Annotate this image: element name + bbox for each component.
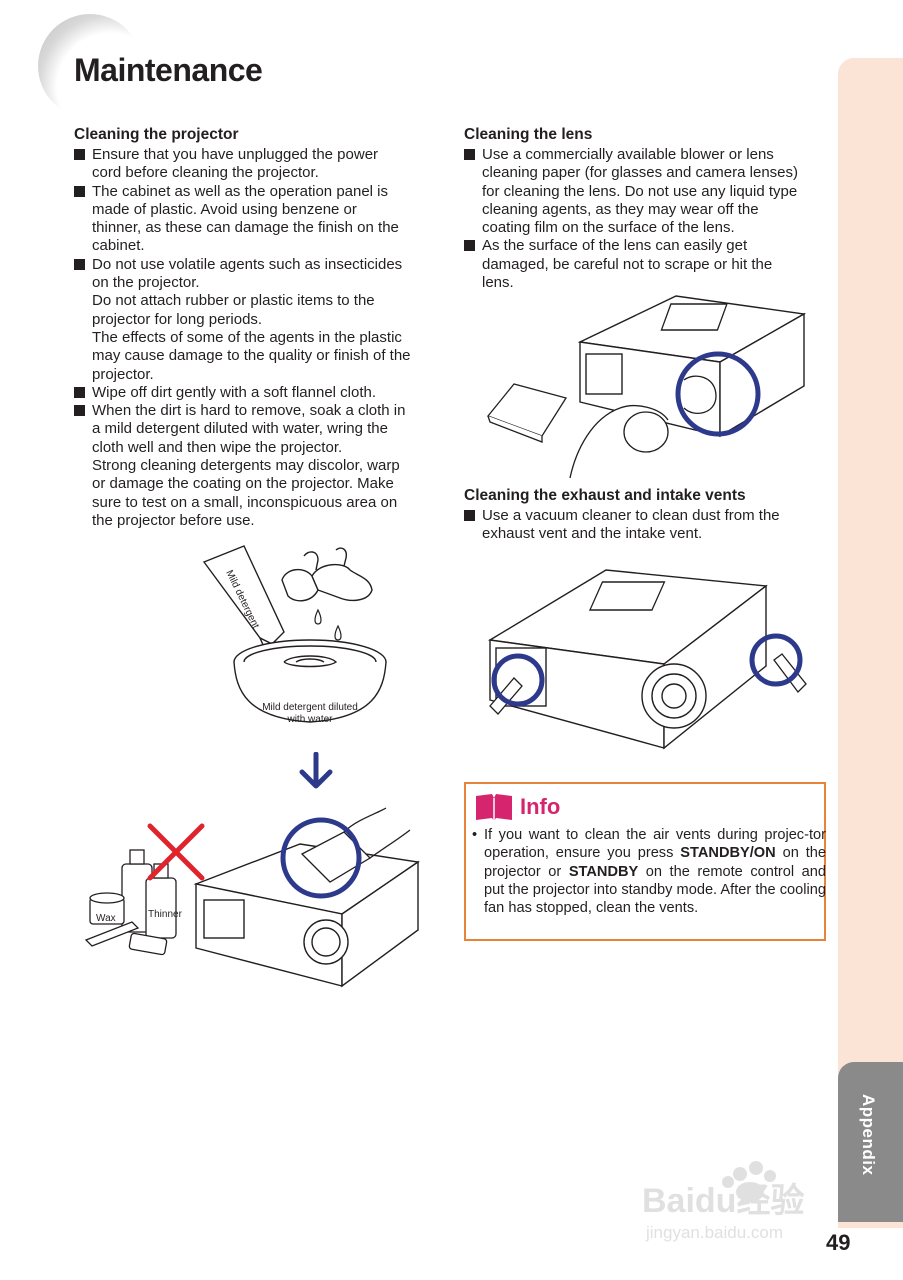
bullet-list: Use a vacuum cleaner to clean dust from … [464,507,834,544]
list-item-line: cleaning paper (for glasses and camera l… [482,164,799,182]
section-heading: Cleaning the projector [74,126,239,143]
list-item-line: for cleaning the lens. Do not use any li… [482,182,798,200]
list-item-line: or damage the coating on the projector. … [92,475,394,493]
page-title: Maintenance [74,52,263,88]
title-decoration [38,14,142,118]
list-item-line: thinner, as these can damage the finish … [92,219,399,237]
list-item-line: coating film on the surface of the lens. [482,219,735,237]
book-icon [476,794,512,821]
list-item-line: Ensure that you have unplugged the power [92,146,379,163]
info-text-part: on the remote control and put the projec… [484,863,826,917]
list-item-line: on the projector. [92,274,200,292]
list-item-line: damaged, be careful not to scrape or hit… [482,255,773,273]
arrow-down-icon [299,752,333,789]
list-item: Ensure that you have unplugged the power… [74,146,444,183]
list-item-line: Do not attach rubber or plastic items to… [92,292,375,310]
list-item-line: projector. [92,365,154,383]
paw-icon [722,1161,776,1202]
basin-label-line1: Mild detergent diluted [262,702,358,713]
side-tab-background [838,58,903,1228]
projector-icon [487,569,768,750]
list-item-line: a mild detergent diluted with water, wri… [92,420,388,438]
list-item-line: sure to test on a small, inconspicuous a… [92,493,398,511]
highlight-circle-left [491,653,545,707]
info-key-standby-on: STANDBY/ON [680,845,776,862]
list-item: Use a vacuum cleaner to clean dust from … [464,507,834,544]
list-item: As the surface of the lens can easily ge… [464,237,834,292]
list-item-line: cord before cleaning the projector. [92,164,319,182]
hand-with-cloth-icon [300,807,411,883]
bullet-list: Ensure that you have unplugged the power… [74,146,444,530]
info-heading: Info [520,794,561,819]
list-item-line: cleaning agents, as they may wear off th… [482,200,759,218]
lens-cleaning-cloth-icon [486,383,568,443]
list-item-line: The cabinet as well as the operation pan… [92,182,389,200]
list-item-line: may cause damage to the quality or finis… [92,347,411,365]
info-text-part: on the projector or [484,845,826,880]
section-heading: Cleaning the lens [464,126,593,143]
bullet-list: Use a commercially available blower or l… [464,146,834,292]
vacuum-nozzle-icon [489,653,807,715]
info-key-standby: STANDBY [568,863,639,880]
list-item-line: made of plastic. Avoid using benzene or [92,200,357,218]
watermark-url: jingyan.baidu.com [645,1223,783,1242]
hand-icon [569,375,717,479]
appendix-tab-label: Appendix [859,1094,878,1176]
list-item: Wipe off dirt gently with a soft flannel… [74,384,444,402]
list-item-line: Wipe off dirt gently with a soft flannel… [92,383,377,401]
list-item-line: Use a vacuum cleaner to clean dust from … [482,507,780,524]
info-text: If you want to clean the air vents durin… [472,826,826,917]
chemical-bottles-icon [84,849,177,956]
projector-icon [193,843,420,988]
appendix-tab[interactable] [838,1062,903,1222]
highlight-circle [280,817,362,899]
basin-icon [233,639,387,723]
info-text-part: If you want to clean the air vents durin… [484,827,826,862]
detergent-basin-illustration: Mild detergent Mild detergent diluted wi… [202,545,387,725]
list-item-line: lens. [482,274,514,292]
hands-wringing-icon [281,547,373,602]
list-item-line: Use a commercially available blower or l… [482,146,774,163]
basin-label-line2: with water [286,714,333,725]
vents-cleaning-illustration [487,569,807,750]
list-item-line: Do not use volatile agents such as insec… [92,255,403,273]
watermark-logo: Baidu经验 jingyan.baidu.com [642,1161,804,1242]
section-cleaning-lens: Cleaning the lens Use a commercially ava… [464,126,834,292]
section-cleaning-vents: Cleaning the exhaust and intake vents Us… [464,487,834,544]
section-cleaning-projector: Cleaning the projector Ensure that you h… [74,126,444,530]
lens-cleaning-illustration [486,295,807,479]
list-item-line: Strong cleaning detergents may discolor,… [92,457,400,475]
prohibited-icon [147,823,205,881]
page-number: 49 [826,1230,851,1255]
list-item-line: the projector before use. [92,511,255,529]
section-heading: Cleaning the exhaust and intake vents [464,487,746,504]
list-item: Use a commercially available blower or l… [464,146,834,237]
list-item-line: The effects of some of the agents in the… [92,328,402,346]
list-item-line: exhaust vent and the intake vent. [482,525,703,543]
list-item: The cabinet as well as the operation pan… [74,183,444,256]
watermark-text: Baidu经验 [642,1181,804,1220]
highlight-circle-right [749,633,803,687]
list-item-line: As the surface of the lens can easily ge… [482,237,748,255]
list-item: When the dirt is hard to remove, soak a … [74,402,444,530]
list-item-line: cabinet. [92,237,145,255]
highlight-circle [675,351,761,437]
list-item-line: cloth well and then wipe the projector. [92,438,343,456]
list-item-line: When the dirt is hard to remove, soak a … [92,402,406,420]
info-box: Info If you want to clean the air vents … [464,782,826,941]
list-item: Do not use volatile agents such as insec… [74,256,444,384]
thinner-label: Thinner [148,909,183,920]
wipe-projector-illustration: Wax Thinner [84,807,420,988]
wax-label: Wax [96,913,116,924]
list-item-line: projector for long periods. [92,310,263,328]
